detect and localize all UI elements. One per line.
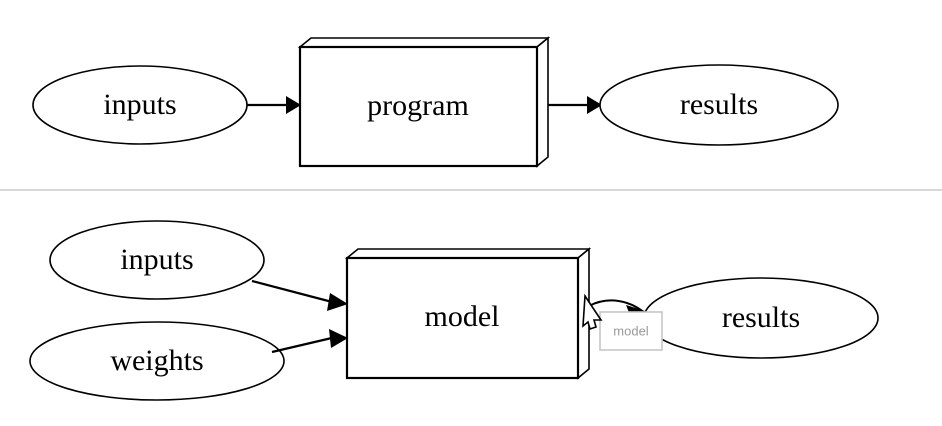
node-label-model: model (425, 300, 500, 333)
arrowhead-icon (327, 293, 348, 311)
panel-machine-learning: inputs weights (29, 220, 879, 401)
node-model[interactable]: model (344, 247, 592, 380)
node-label-results-bottom: results (722, 301, 800, 334)
arrowhead-icon (587, 96, 602, 114)
drag-tooltip[interactable]: model (599, 311, 663, 351)
ellipse-shape (49, 220, 265, 300)
node-inputs-bottom[interactable]: inputs (49, 220, 265, 300)
edge-weights-to-model (271, 329, 348, 354)
box-top-face (344, 248, 592, 259)
edge-line (271, 335, 337, 354)
edge-program-to-results (548, 96, 602, 114)
box-top-face (297, 37, 551, 48)
edge-inputs-to-program (247, 96, 301, 114)
box-front-face (345, 256, 580, 380)
edge-inputs-to-model (251, 279, 348, 311)
box-right-face (536, 36, 549, 168)
edge-line (251, 279, 337, 305)
node-label-weights: weights (110, 344, 203, 377)
arrowhead-icon (286, 96, 301, 114)
panel-classic-programming: inputs program (32, 36, 839, 168)
ellipse-shape (599, 64, 839, 146)
tooltip-box-shape (599, 311, 663, 351)
ellipse-shape (29, 321, 285, 401)
node-label-program: program (367, 89, 469, 122)
drag-tooltip-label: model (613, 323, 649, 338)
node-results-top[interactable]: results (599, 64, 839, 146)
node-program[interactable]: program (297, 36, 551, 168)
cursor-arrow-shape (582, 293, 603, 331)
box-front-face (298, 45, 539, 168)
arrowhead-icon (329, 329, 348, 348)
drag-cursor-icon (582, 293, 603, 331)
node-results-bottom[interactable]: results (643, 277, 879, 359)
node-inputs-top[interactable]: inputs (32, 65, 248, 145)
node-label-inputs-bottom: inputs (120, 243, 193, 276)
node-label-inputs-top: inputs (103, 88, 176, 121)
node-weights[interactable]: weights (29, 321, 285, 401)
node-label-results-top: results (680, 88, 758, 121)
